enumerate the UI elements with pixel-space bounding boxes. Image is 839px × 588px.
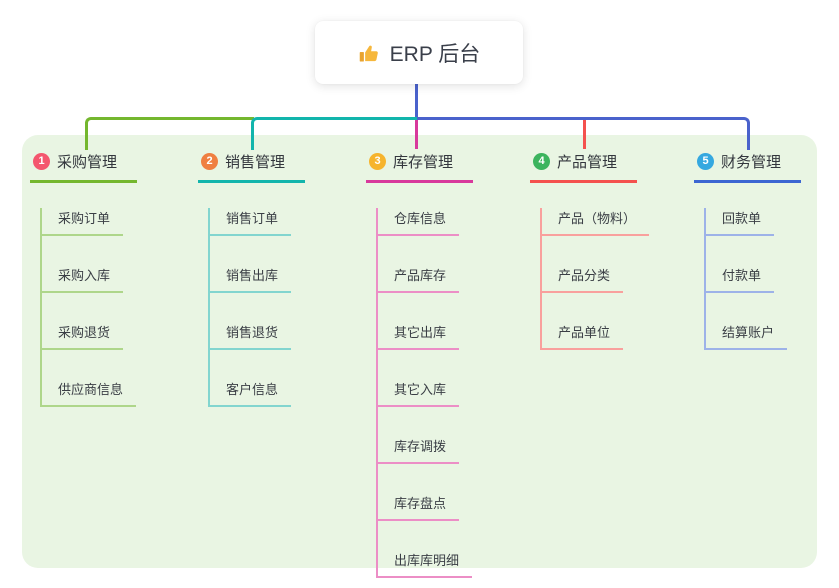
root-label: ERP 后台 (389, 42, 481, 66)
child-item-label: 采购入库 (58, 268, 111, 283)
child-item[interactable]: 销售出库 (210, 265, 292, 293)
child-item[interactable]: 库存调拨 (378, 436, 460, 464)
child-item[interactable]: 库存盘点 (378, 493, 460, 521)
root-node[interactable]: ERP 后台 (315, 21, 523, 84)
child-item[interactable]: 客户信息 (210, 379, 292, 407)
thumbs-up-icon (358, 43, 380, 65)
child-item-label: 库存调拨 (394, 439, 447, 454)
child-item[interactable]: 产品分类 (542, 265, 624, 293)
child-item[interactable]: 销售退货 (210, 322, 292, 350)
child-item-label: 库存盘点 (394, 496, 447, 511)
child-item[interactable]: 采购入库 (42, 265, 124, 293)
branch-column-inventory: 3 库存管理 仓库信息产品库存其它出库其它入库库存调拨库存盘点出库库明细 (366, 151, 474, 578)
child-item[interactable]: 销售订单 (210, 208, 292, 236)
branch-title[interactable]: 4 产品管理 (530, 151, 638, 183)
child-item-label: 出库库明细 (394, 553, 460, 568)
branch-children: 回款单付款单结算账户 (704, 208, 788, 350)
branch-title-label: 库存管理 (393, 154, 454, 171)
connector-drop-product (583, 120, 586, 149)
child-item[interactable]: 结算账户 (706, 322, 788, 350)
branch-column-sales: 2 销售管理 销售订单销售出库销售退货客户信息 (198, 151, 306, 407)
branch-title-label: 财务管理 (721, 154, 782, 171)
child-item[interactable]: 其它入库 (378, 379, 460, 407)
branch-title[interactable]: 1 采购管理 (30, 151, 138, 183)
child-item-label: 采购退货 (58, 325, 111, 340)
connector-trunk-sales (251, 117, 417, 150)
child-item-label: 采购订单 (58, 211, 111, 226)
branch-column-product: 4 产品管理 产品（物料） 产品分类产品单位 (530, 151, 650, 350)
branch-children: 产品（物料） 产品分类产品单位 (540, 208, 650, 350)
child-item-label: 付款单 (722, 268, 762, 283)
branch-title-label: 采购管理 (57, 154, 118, 171)
child-item-label: 客户信息 (226, 382, 279, 397)
child-item-label: 供应商信息 (58, 382, 124, 397)
child-item[interactable]: 付款单 (706, 265, 775, 293)
branch-number-badge: 1 (33, 153, 50, 170)
child-item[interactable]: 其它出库 (378, 322, 460, 350)
child-item[interactable]: 供应商信息 (42, 379, 137, 407)
child-item-label: 回款单 (722, 211, 762, 226)
branch-number-badge: 5 (697, 153, 714, 170)
child-item-label: 产品单位 (558, 325, 611, 340)
child-item[interactable]: 产品库存 (378, 265, 460, 293)
branch-title[interactable]: 2 销售管理 (198, 151, 306, 183)
branch-children: 仓库信息产品库存其它出库其它入库库存调拨库存盘点出库库明细 (376, 208, 473, 578)
connector-trunk-purchase (85, 117, 254, 150)
child-item[interactable]: 回款单 (706, 208, 775, 236)
branch-children: 采购订单采购入库采购退货供应商信息 (40, 208, 137, 407)
child-item-label: 结算账户 (722, 325, 775, 340)
branch-children: 销售订单销售出库销售退货客户信息 (208, 208, 292, 407)
child-item-label: 销售退货 (226, 325, 279, 340)
branch-number-badge: 3 (369, 153, 386, 170)
child-item[interactable]: 出库库明细 (378, 550, 473, 578)
connector-drop-inventory (415, 120, 418, 149)
branch-column-purchase: 1 采购管理 采购订单采购入库采购退货供应商信息 (30, 151, 138, 407)
child-item-label: 仓库信息 (394, 211, 447, 226)
child-item-label: 销售订单 (226, 211, 279, 226)
child-item-label: 其它出库 (394, 325, 447, 340)
branch-column-finance: 5 财务管理 回款单付款单结算账户 (694, 151, 802, 350)
child-item[interactable]: 仓库信息 (378, 208, 460, 236)
branches-panel: 1 采购管理 采购订单采购入库采购退货供应商信息 2 销售管理 销售订单销售出库… (22, 135, 817, 578)
child-item-label: 产品分类 (558, 268, 611, 283)
child-item-label: 产品库存 (394, 268, 447, 283)
child-item[interactable]: 产品单位 (542, 322, 624, 350)
child-item-label: 产品（物料） (558, 211, 637, 226)
child-item[interactable]: 产品（物料） (542, 208, 650, 236)
branch-title[interactable]: 5 财务管理 (694, 151, 802, 183)
branch-number-badge: 4 (533, 153, 550, 170)
branch-title-label: 产品管理 (557, 154, 618, 171)
branch-number-badge: 2 (201, 153, 218, 170)
branch-title[interactable]: 3 库存管理 (366, 151, 474, 183)
child-item-label: 其它入库 (394, 382, 447, 397)
child-item[interactable]: 采购订单 (42, 208, 124, 236)
branch-title-label: 销售管理 (225, 154, 286, 171)
child-item[interactable]: 采购退货 (42, 322, 124, 350)
connector-trunk-finance (417, 117, 750, 150)
connector-root-vertical (415, 83, 418, 118)
child-item-label: 销售出库 (226, 268, 279, 283)
